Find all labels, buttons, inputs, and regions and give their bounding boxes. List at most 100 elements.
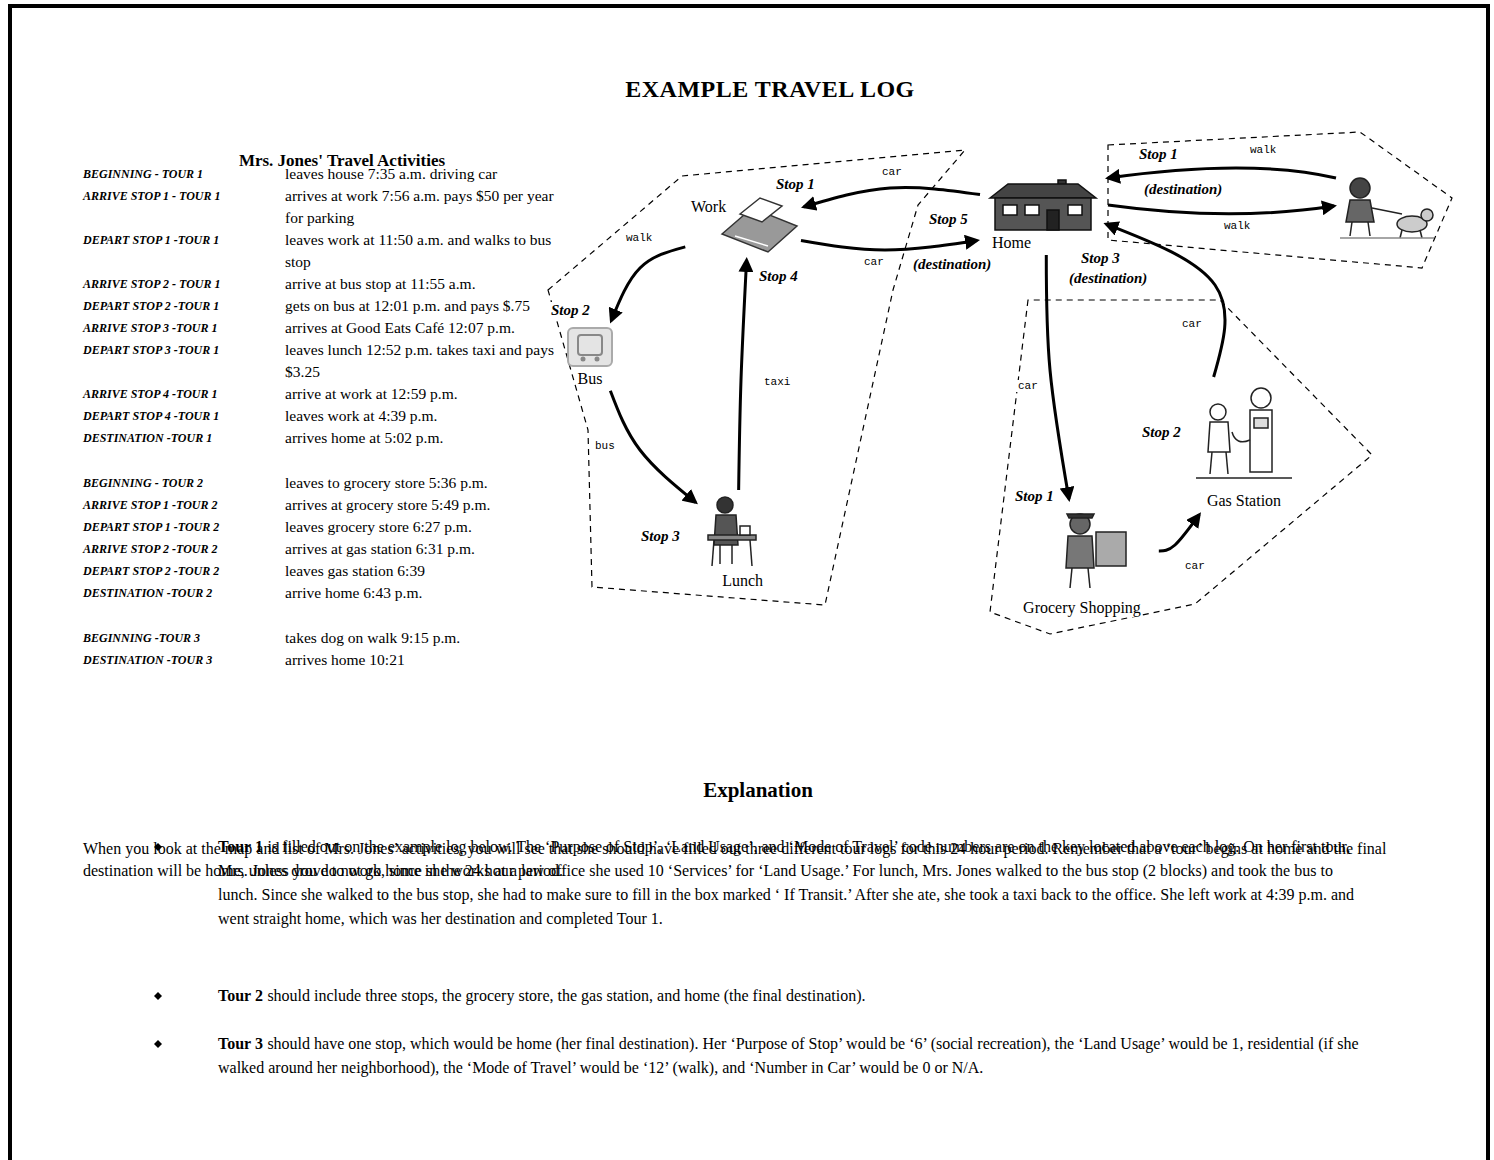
mode-label: car xyxy=(880,166,904,178)
fax-icon xyxy=(722,198,797,252)
log-entry: leaves gas station 6:39 xyxy=(285,560,555,582)
log-step: DESTINATION -TOUR 3 xyxy=(83,649,285,671)
log-step: DEPART STOP 2 -TOUR 2 xyxy=(83,560,285,582)
log-row: DEPART STOP 3 -TOUR 1leaves lunch 12:52 … xyxy=(83,339,563,383)
bullet-text: is filled out on the example log below. … xyxy=(218,838,1354,927)
log-row: DESTINATION -TOUR 2arrive home 6:43 p.m. xyxy=(83,582,563,604)
log-row: DESTINATION -TOUR 3arrives home 10:21 xyxy=(83,649,563,671)
activity-table: BEGINNING - TOUR 1leaves house 7:35 a.m.… xyxy=(83,163,563,671)
mode-label: car xyxy=(1183,560,1207,572)
house-icon xyxy=(990,180,1096,230)
log-entry: leaves lunch 12:52 p.m. takes taxi and p… xyxy=(285,339,555,383)
mode-label: bus xyxy=(593,440,617,452)
place-name: Lunch xyxy=(721,572,764,590)
stop-label: Stop 1 xyxy=(1138,146,1179,163)
lunch-icon xyxy=(708,497,756,566)
log-step: ARRIVE STOP 3 -TOUR 1 xyxy=(83,317,285,339)
bullet-text: should have one stop, which would be hom… xyxy=(218,1035,1359,1076)
log-entry: leaves to grocery store 5:36 p.m. xyxy=(285,472,555,494)
log-row: BEGINNING - TOUR 1leaves house 7:35 a.m.… xyxy=(83,163,563,185)
travel-arrow xyxy=(1046,255,1069,499)
log-entry: arrives at Good Eats Café 12:07 p.m. xyxy=(285,317,555,339)
bullet-item: Tour 1is filled out on the example log b… xyxy=(218,835,1368,931)
place-node: Work xyxy=(688,198,798,254)
place-name: Bus xyxy=(577,370,604,388)
stop-label: Stop 3 xyxy=(640,528,681,545)
place-name: Work xyxy=(690,198,727,216)
log-step: BEGINNING - TOUR 2 xyxy=(83,472,285,494)
log-entry: arrive at work at 12:59 p.m. xyxy=(285,383,555,405)
page-frame xyxy=(10,6,1488,1160)
log-step: DESTINATION -TOUR 2 xyxy=(83,582,285,604)
stop-label: (destination) xyxy=(1143,181,1223,198)
log-row: ARRIVE STOP 2 - TOUR 1arrive at bus stop… xyxy=(83,273,563,295)
bullet-item: Tour 2should include three stops, the gr… xyxy=(218,984,1368,1008)
log-step: DEPART STOP 3 -TOUR 1 xyxy=(83,339,285,383)
tour-outline xyxy=(548,132,1452,634)
place-node: Lunch xyxy=(700,493,764,590)
log-entry: leaves work at 4:39 p.m. xyxy=(285,405,555,427)
mode-label: car xyxy=(862,256,886,268)
log-step: DEPART STOP 2 -TOUR 1 xyxy=(83,295,285,317)
log-entry: arrive home 6:43 p.m. xyxy=(285,582,555,604)
stop-label: Stop 1 xyxy=(1014,488,1055,505)
log-entry: arrive at bus stop at 11:55 a.m. xyxy=(285,273,555,295)
bullet-heading: Tour 1 xyxy=(218,838,263,855)
dog-walk-icon xyxy=(1340,178,1434,238)
log-row: DEPART STOP 2 -TOUR 2leaves gas station … xyxy=(83,560,563,582)
page-title: EXAMPLE TRAVEL LOG xyxy=(470,76,1070,103)
log-row: ARRIVE STOP 1 -TOUR 2arrives at grocery … xyxy=(83,494,563,516)
section-heading: Explanation xyxy=(0,778,1494,803)
walk-arrows xyxy=(1108,168,1336,214)
place-node: Bus xyxy=(566,326,614,388)
mode-label: car xyxy=(1016,380,1040,392)
log-entry: leaves house 7:35 a.m. driving car xyxy=(285,163,555,185)
log-entry: takes dog on walk 9:15 p.m. xyxy=(285,627,555,649)
mode-label: walk xyxy=(624,232,654,244)
log-row: ARRIVE STOP 2 -TOUR 2arrives at gas stat… xyxy=(83,538,563,560)
log-row: ARRIVE STOP 3 -TOUR 1arrives at Good Eat… xyxy=(83,317,563,339)
mode-label: car xyxy=(1180,318,1204,330)
log-row: DEPART STOP 2 -TOUR 1gets on bus at 12:0… xyxy=(83,295,563,317)
log-step: ARRIVE STOP 4 -TOUR 1 xyxy=(83,383,285,405)
log-step: DESTINATION -TOUR 1 xyxy=(83,427,285,449)
log-step: DEPART STOP 1 -TOUR 2 xyxy=(83,516,285,538)
log-row: ARRIVE STOP 4 -TOUR 1arrive at work at 1… xyxy=(83,383,563,405)
bullet-heading: Tour 2 xyxy=(218,987,263,1004)
place-node: Grocery Shopping xyxy=(1008,505,1156,617)
place-name: Grocery Shopping xyxy=(1022,599,1142,617)
log-step: ARRIVE STOP 1 -TOUR 2 xyxy=(83,494,285,516)
stop-label: Stop 1 xyxy=(775,176,816,193)
mode-label: walk xyxy=(1248,144,1278,156)
stop-label: Stop 2 xyxy=(1141,424,1182,441)
stop-label: Stop 5 xyxy=(928,211,969,228)
log-entry: arrives home 10:21 xyxy=(285,649,555,671)
log-entry: leaves grocery store 6:27 p.m. xyxy=(285,516,555,538)
bullet-heading: Tour 3 xyxy=(218,1035,263,1052)
stop-label: (destination) xyxy=(1068,270,1148,287)
travel-arrow xyxy=(1106,224,1225,377)
log-step: ARRIVE STOP 2 -TOUR 2 xyxy=(83,538,285,560)
bus-icon xyxy=(568,328,612,366)
log-entry: arrives at work 7:56 a.m. pays $50 per y… xyxy=(285,185,555,229)
log-row: BEGINNING -TOUR 3takes dog on walk 9:15 … xyxy=(83,627,563,649)
bullet-text: should include three stops, the grocery … xyxy=(267,987,865,1004)
place-node: Gas Station xyxy=(1190,380,1298,510)
log-step: BEGINNING - TOUR 1 xyxy=(83,163,285,185)
log-row: DEPART STOP 1 -TOUR 2leaves grocery stor… xyxy=(83,516,563,538)
log-step: ARRIVE STOP 2 - TOUR 1 xyxy=(83,273,285,295)
log-entry: gets on bus at 12:01 p.m. and pays $.75 xyxy=(285,295,555,317)
log-row: DESTINATION -TOUR 1arrives home at 5:02 … xyxy=(83,427,563,449)
mode-label: taxi xyxy=(762,376,792,388)
log-row: BEGINNING - TOUR 2leaves to grocery stor… xyxy=(83,472,563,494)
log-entry: arrives home at 5:02 p.m. xyxy=(285,427,555,449)
travel-arrow xyxy=(801,240,977,250)
log-step: DEPART STOP 4 -TOUR 1 xyxy=(83,405,285,427)
stop-label: Stop 2 xyxy=(550,302,591,319)
grocery-icon xyxy=(1066,514,1126,588)
place-name: Gas Station xyxy=(1206,492,1282,510)
bullet-item: Tour 3should have one stop, which would … xyxy=(218,1032,1368,1080)
log-row: DEPART STOP 4 -TOUR 1leaves work at 4:39… xyxy=(83,405,563,427)
travel-arrow xyxy=(610,391,695,503)
